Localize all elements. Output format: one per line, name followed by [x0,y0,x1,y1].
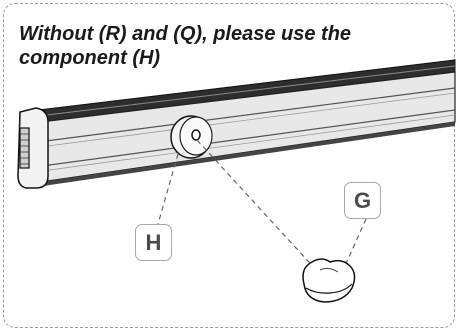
rail-groove-4 [41,114,456,172]
rail-top-highlight [29,65,456,118]
end-cap-connector [19,127,30,169]
callout-label-g: G [344,182,381,219]
rail-bottom-edge [34,122,455,187]
leader-line-hole-to-g [196,139,319,273]
leader-line-h [157,153,179,225]
component-h [170,115,213,159]
component-g [302,258,356,303]
rail-groove-1 [37,87,456,143]
callout-label-h: H [135,224,172,261]
instruction-text: Without (R) and (Q), please use the comp… [19,22,439,70]
component-h-hole [191,129,201,141]
rail-groove-3 [41,109,456,167]
rail-groove-2 [39,92,456,148]
instruction-line-1: Without (R) and (Q), please use the [19,23,352,45]
instruction-line-2: component (H) [19,47,161,69]
leader-line-g [339,218,367,278]
